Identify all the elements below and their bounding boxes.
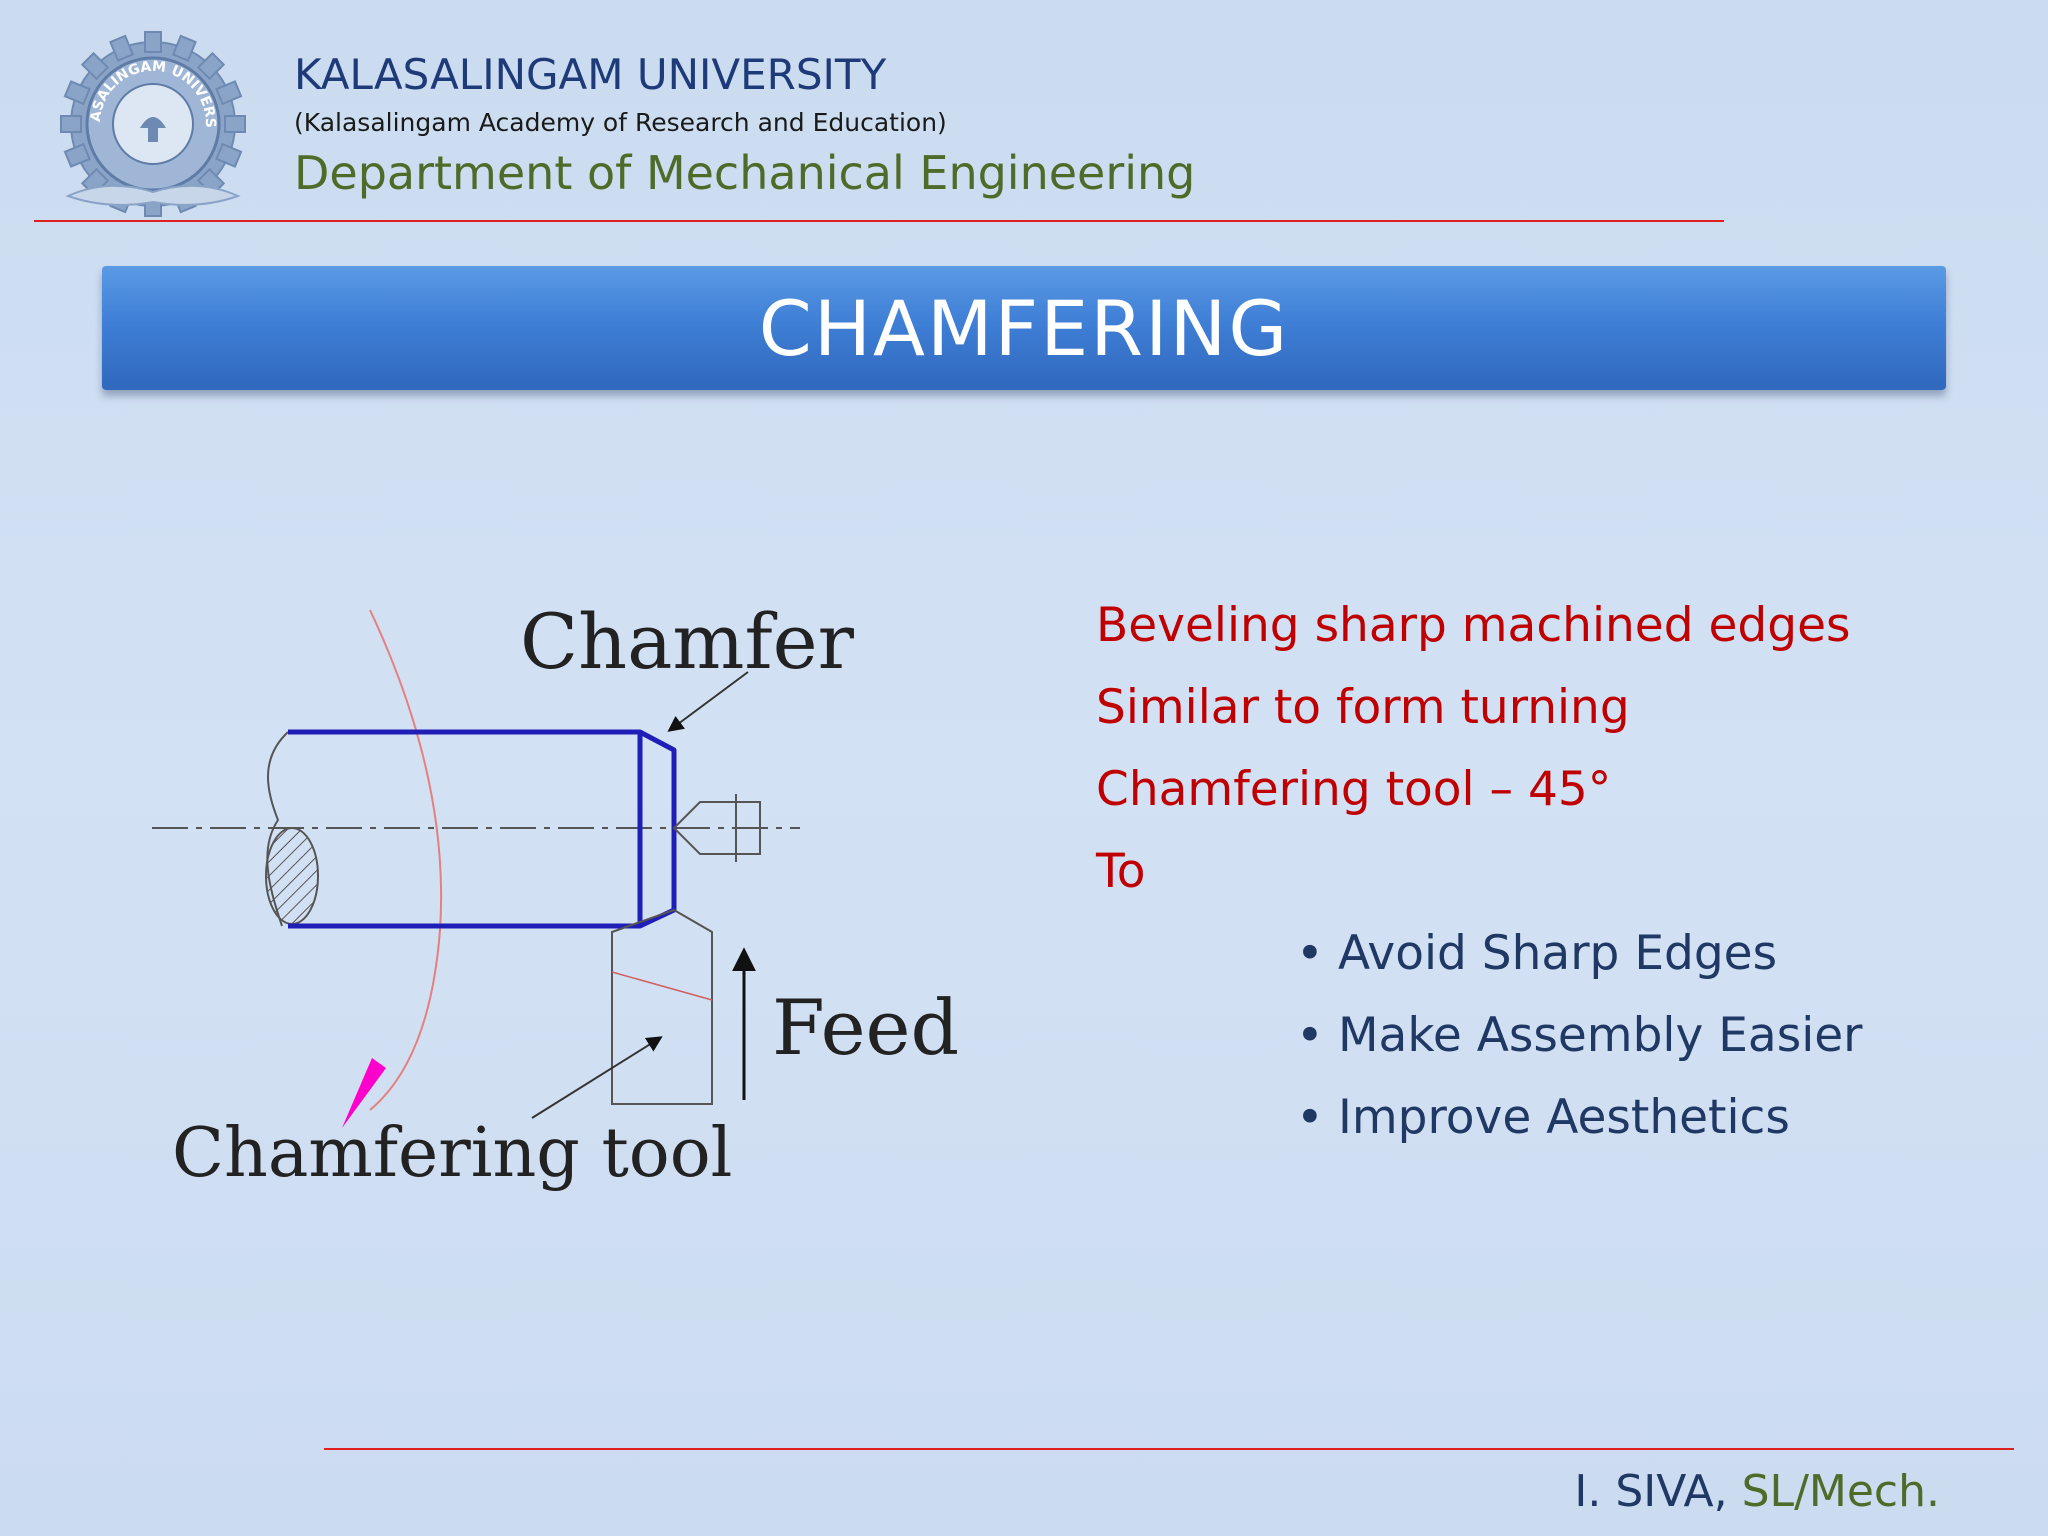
gear-tooth <box>63 142 91 168</box>
bullet-item: •Avoid Sharp Edges <box>1296 924 1863 1006</box>
chamfering-diagram: Chamfer Feed Chamfering tool <box>152 597 959 1193</box>
gear-tooth <box>144 31 162 53</box>
point-2: Chamfering tool – 45° <box>1096 762 1612 817</box>
author-footer: I. SIVA, SL/Mech. <box>1574 1466 1940 1517</box>
chamfering-tool <box>611 908 713 1105</box>
feed-label: Feed <box>772 983 959 1072</box>
point-0: Beveling sharp machined edges <box>1096 598 1851 653</box>
gear-tooth <box>215 80 243 106</box>
gear-tooth <box>63 80 91 106</box>
bullet-icon: • <box>1296 1090 1324 1145</box>
gear-tooth <box>171 34 197 62</box>
gear-tooth <box>224 115 246 133</box>
bullet-item: •Improve Aesthetics <box>1296 1088 1863 1170</box>
description-list: Beveling sharp machined edges Similar to… <box>1096 596 1850 924</box>
workpiece-outline <box>288 729 677 929</box>
bullet-icon: • <box>1296 1008 1324 1063</box>
gear-tooth <box>80 51 110 81</box>
lamp-icon <box>140 117 166 128</box>
tailstock-center <box>672 801 761 855</box>
point-3: To <box>1096 844 1146 899</box>
gear-tooth <box>60 115 82 133</box>
rotation-arrow-icon <box>342 1058 386 1128</box>
header-divider <box>34 220 1724 222</box>
university-logo: KALASALINGAM UNIVERSITY <box>48 26 246 217</box>
tool-label: Chamfering tool <box>172 1114 732 1193</box>
title-banner: CHAMFERING <box>102 266 1946 390</box>
author-name: I. SIVA, <box>1574 1466 1742 1517</box>
gear-tooth <box>215 142 243 168</box>
university-subtitle: (Kalasalingam Academy of Research and Ed… <box>294 108 947 137</box>
tool-leader-arrow-icon <box>531 1036 663 1119</box>
chamfer-leader-arrow-icon <box>667 671 749 732</box>
gear-tooth <box>196 51 226 81</box>
department-name: Department of Mechanical Engineering <box>294 146 1196 200</box>
slide-title: CHAMFERING <box>758 283 1290 373</box>
workpiece-section <box>265 827 319 925</box>
footer-divider <box>324 1448 2014 1450</box>
rotation-arc <box>369 609 443 1111</box>
chamfer-label: Chamfer <box>520 597 855 686</box>
bullet-item: •Make Assembly Easier <box>1296 1006 1863 1088</box>
purpose-list: •Avoid Sharp Edges •Make Assembly Easier… <box>1296 924 1863 1170</box>
seal-ribbon <box>65 184 241 206</box>
gear-tooth <box>109 34 135 62</box>
author-role: SL/Mech. <box>1741 1466 1940 1517</box>
university-name: KALASALINGAM UNIVERSITY <box>294 50 887 99</box>
bullet-icon: • <box>1296 926 1324 981</box>
point-1: Similar to form turning <box>1096 680 1630 735</box>
